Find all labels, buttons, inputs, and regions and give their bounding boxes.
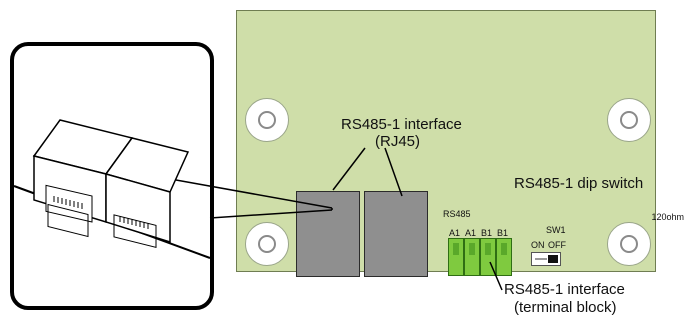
rj45-label-line2: (RJ45) — [375, 133, 421, 150]
resistor-label: 120ohm — [651, 212, 684, 222]
dip-switch-label: RS485-1 dip switch — [514, 175, 644, 192]
rs485-label: RS485 — [443, 209, 471, 219]
rj45-label-line1: RS485-1 interface — [341, 116, 462, 133]
leader-terminal-block — [489, 261, 503, 291]
dip-switch — [531, 252, 561, 266]
terminal-label-b1-1: B1 — [481, 228, 493, 238]
terminal-b1-2 — [496, 238, 512, 276]
rj45-closeup-drawing — [14, 119, 210, 259]
leader-rj45-right — [384, 147, 403, 197]
dip-switch-knob — [548, 255, 558, 263]
terminal-a1-1 — [448, 238, 464, 276]
mounting-hole-top-right — [607, 98, 651, 142]
terminal-label-b1-2: B1 — [497, 228, 509, 238]
leader-rj45-left — [332, 147, 366, 191]
dip-switch-track — [535, 258, 547, 260]
zoom-projection-upper — [175, 179, 333, 209]
terminal-label-a1-1: A1 — [449, 228, 461, 238]
rj45-port-1 — [296, 191, 360, 277]
sw1-label: SW1 — [546, 225, 566, 235]
terminal-a1-2 — [464, 238, 480, 276]
mounting-hole-bottom-right — [607, 222, 651, 266]
terminal-block-label-line1: RS485-1 interface — [504, 281, 625, 298]
off-label: OFF — [548, 240, 566, 250]
terminal-label-a1-2: A1 — [465, 228, 477, 238]
rj45-port-2 — [364, 191, 428, 277]
zoom-inset — [10, 42, 214, 310]
mounting-hole-bottom-left — [245, 222, 289, 266]
terminal-block-label-line2: (terminal block) — [514, 299, 617, 316]
zoom-projection-lower — [209, 209, 333, 219]
on-label: ON — [531, 240, 545, 250]
mounting-hole-top-left — [245, 98, 289, 142]
